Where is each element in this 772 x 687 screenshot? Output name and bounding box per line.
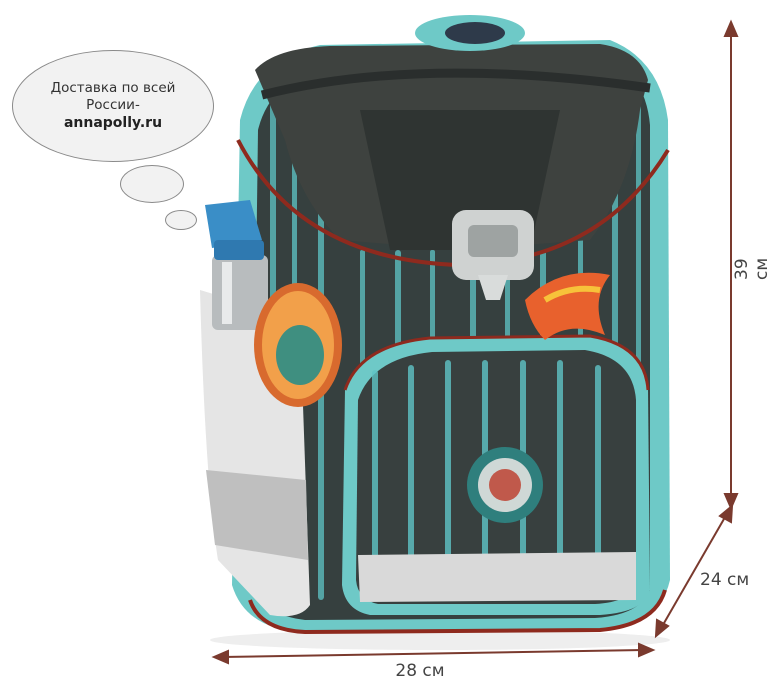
thought-bubble-small (120, 165, 184, 203)
delivery-text-line2: России- (86, 96, 140, 113)
shop-link[interactable]: annapolly.ru (63, 114, 163, 131)
depth-dimension-label: 24 см (700, 570, 750, 590)
width-dimension-label: 28 см (395, 661, 445, 681)
delivery-text-line1: Доставка по всей (50, 79, 176, 96)
delivery-speech-bubble: Доставка по всей России- annapolly.ru (12, 50, 214, 162)
thought-bubble-tiny (165, 210, 197, 230)
height-dimension-label: 39 см (732, 257, 772, 280)
